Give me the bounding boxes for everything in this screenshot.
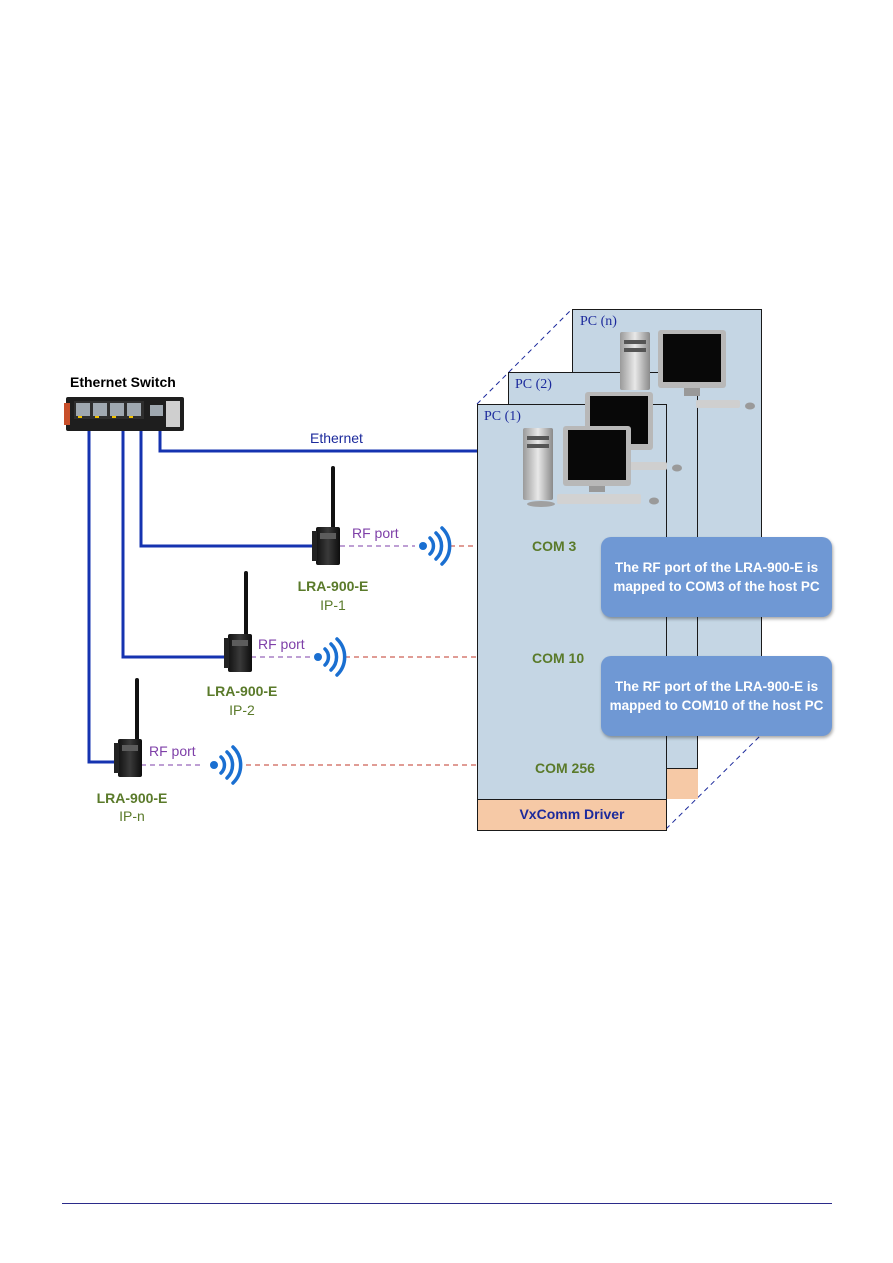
antenna-device-icon	[224, 571, 252, 672]
com-port-label: COM 10	[532, 650, 585, 666]
antenna-device-icon	[312, 466, 340, 565]
wireless-signal-icon	[314, 637, 347, 677]
pc-2-driver-strip	[666, 768, 698, 799]
rf-port-label: RF port	[352, 525, 399, 541]
switch-icon	[64, 397, 184, 431]
device-ip: IP-2	[229, 702, 255, 718]
pc-2-title: PC (2)	[515, 377, 552, 392]
wireless-signal-icon	[210, 745, 243, 785]
antenna-device-icon	[114, 678, 142, 777]
rf-port-label: RF port	[149, 743, 196, 759]
pc-1-title: PC (1)	[484, 409, 521, 424]
com-port-label: COM 3	[532, 538, 577, 554]
callout-text: The RF port of the LRA-900-E is mapped t…	[609, 679, 824, 713]
rf-port-label: RF port	[258, 636, 305, 652]
com3-mapping-callout: The RF port of the LRA-900-E is mapped t…	[601, 537, 832, 617]
device-ip: IP-n	[119, 808, 145, 824]
callout-text: The RF port of the LRA-900-E is mapped t…	[613, 560, 820, 594]
wireless-signal-icon	[419, 526, 452, 566]
pc-n-title: PC (n)	[580, 314, 617, 329]
desktop-computer-icon	[620, 330, 755, 410]
desktop-computer-icon	[523, 426, 659, 507]
device-name: LRA-900-E	[96, 790, 168, 806]
device-name: LRA-900-E	[297, 578, 369, 594]
ethernet-lines	[87, 430, 477, 764]
device-ip: IP-1	[320, 597, 346, 613]
rf-link-lines	[141, 545, 477, 766]
device-name: LRA-900-E	[206, 683, 278, 699]
switch-title: Ethernet Switch	[70, 374, 176, 390]
ethernet-label: Ethernet	[310, 430, 363, 446]
vxcomm-driver-bar: VxComm Driver	[477, 799, 667, 831]
com-port-label: COM 256	[535, 760, 595, 776]
footer-rule	[62, 1203, 832, 1204]
com10-mapping-callout: The RF port of the LRA-900-E is mapped t…	[601, 656, 832, 736]
